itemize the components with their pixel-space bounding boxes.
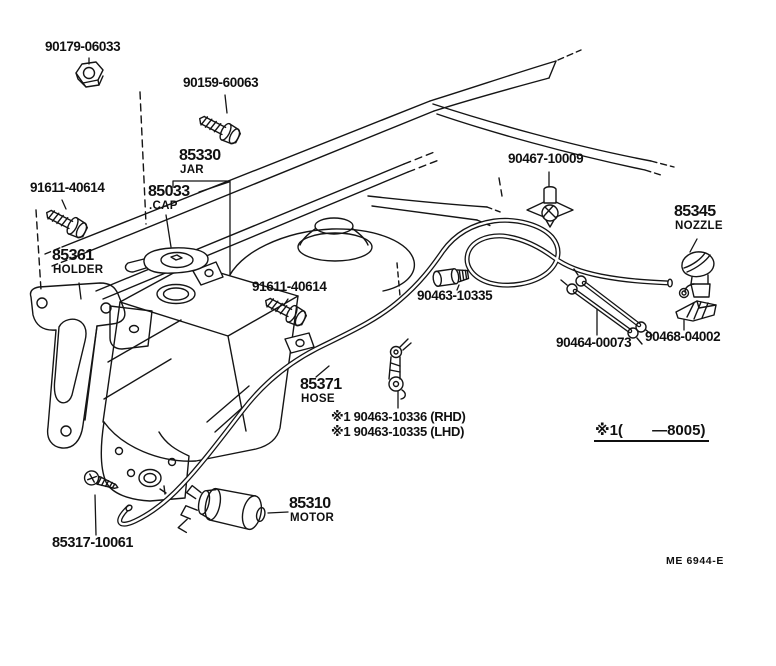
strut-tower-drawing: [226, 217, 416, 298]
union-clamp-drawing: [388, 338, 412, 400]
reference-dashed-lines: [35, 91, 503, 291]
note-variant-rhd: ※1 90463-10336 (RHD): [331, 409, 466, 424]
label-motor: 85310 MOTOR: [289, 495, 335, 525]
note-variant-lhd: ※1 90463-10335 (LHD): [331, 424, 465, 439]
label-screw-part-number: 85317-10061: [52, 535, 134, 551]
cap-drawing: [124, 247, 209, 274]
label-hose: 85371 HOSE: [300, 376, 342, 406]
hose-clamp-drawing: [432, 268, 470, 287]
label-jar-part-number: 85330: [179, 147, 221, 164]
grommet-drawing: [675, 300, 717, 322]
label-cap-part-number: 85033: [148, 183, 190, 200]
label-hose-name: HOSE: [301, 392, 335, 405]
label-clamp-part-number: 90463-10335: [417, 288, 493, 303]
label-nut-part-number: 90179-06033: [45, 39, 121, 54]
label-motor-part-number: 85310: [289, 495, 331, 512]
label-holder-name: HOLDER: [53, 263, 104, 276]
label-cap: 85033 .CAP: [148, 183, 190, 213]
note-applicability-range: ※1( —8005): [594, 421, 710, 442]
label-grommet-part-number: 90468-04002: [645, 329, 721, 344]
leader-lines: [61, 57, 698, 536]
label-nozzle: 85345 NOZZLE: [674, 203, 723, 233]
car-body-lines: [44, 49, 675, 300]
label-cap-name: .CAP: [149, 199, 178, 212]
joint-hoses-drawing: [560, 268, 653, 345]
hose-drawing: [117, 217, 673, 527]
screw-drawing: [83, 470, 119, 490]
hex-nut-drawing: [75, 61, 104, 88]
label-bolt-mid-part-number: 91611-40614: [252, 279, 327, 294]
label-jar-name: JAR: [180, 163, 204, 176]
doc-code: ME 6944-E: [666, 555, 724, 567]
washer-jar-drawing: [100, 261, 315, 502]
label-holder: 85361 HOLDER: [52, 247, 104, 277]
label-jar: 85330 JAR: [179, 147, 221, 177]
bolt-91611-left-drawing: [41, 203, 90, 241]
clip-drawing: [526, 186, 574, 228]
label-joint-part-number: 90464-00073: [556, 335, 632, 350]
nozzle-drawing: [678, 251, 715, 299]
label-motor-name: MOTOR: [290, 511, 335, 524]
label-nozzle-name: NOZZLE: [675, 219, 723, 232]
bolt-90159-drawing: [194, 109, 243, 147]
label-holder-part-number: 85361: [52, 247, 94, 264]
motor-drawing: [177, 484, 266, 534]
holder-bracket-drawing: [29, 282, 126, 449]
label-bolt-top-part-number: 90159-60063: [183, 75, 259, 90]
label-clip-part-number: 90467-10009: [508, 151, 584, 166]
label-bolt-left-part-number: 91611-40614: [30, 180, 105, 195]
label-hose-part-number: 85371: [300, 376, 342, 393]
label-nozzle-part-number: 85345: [674, 203, 716, 220]
